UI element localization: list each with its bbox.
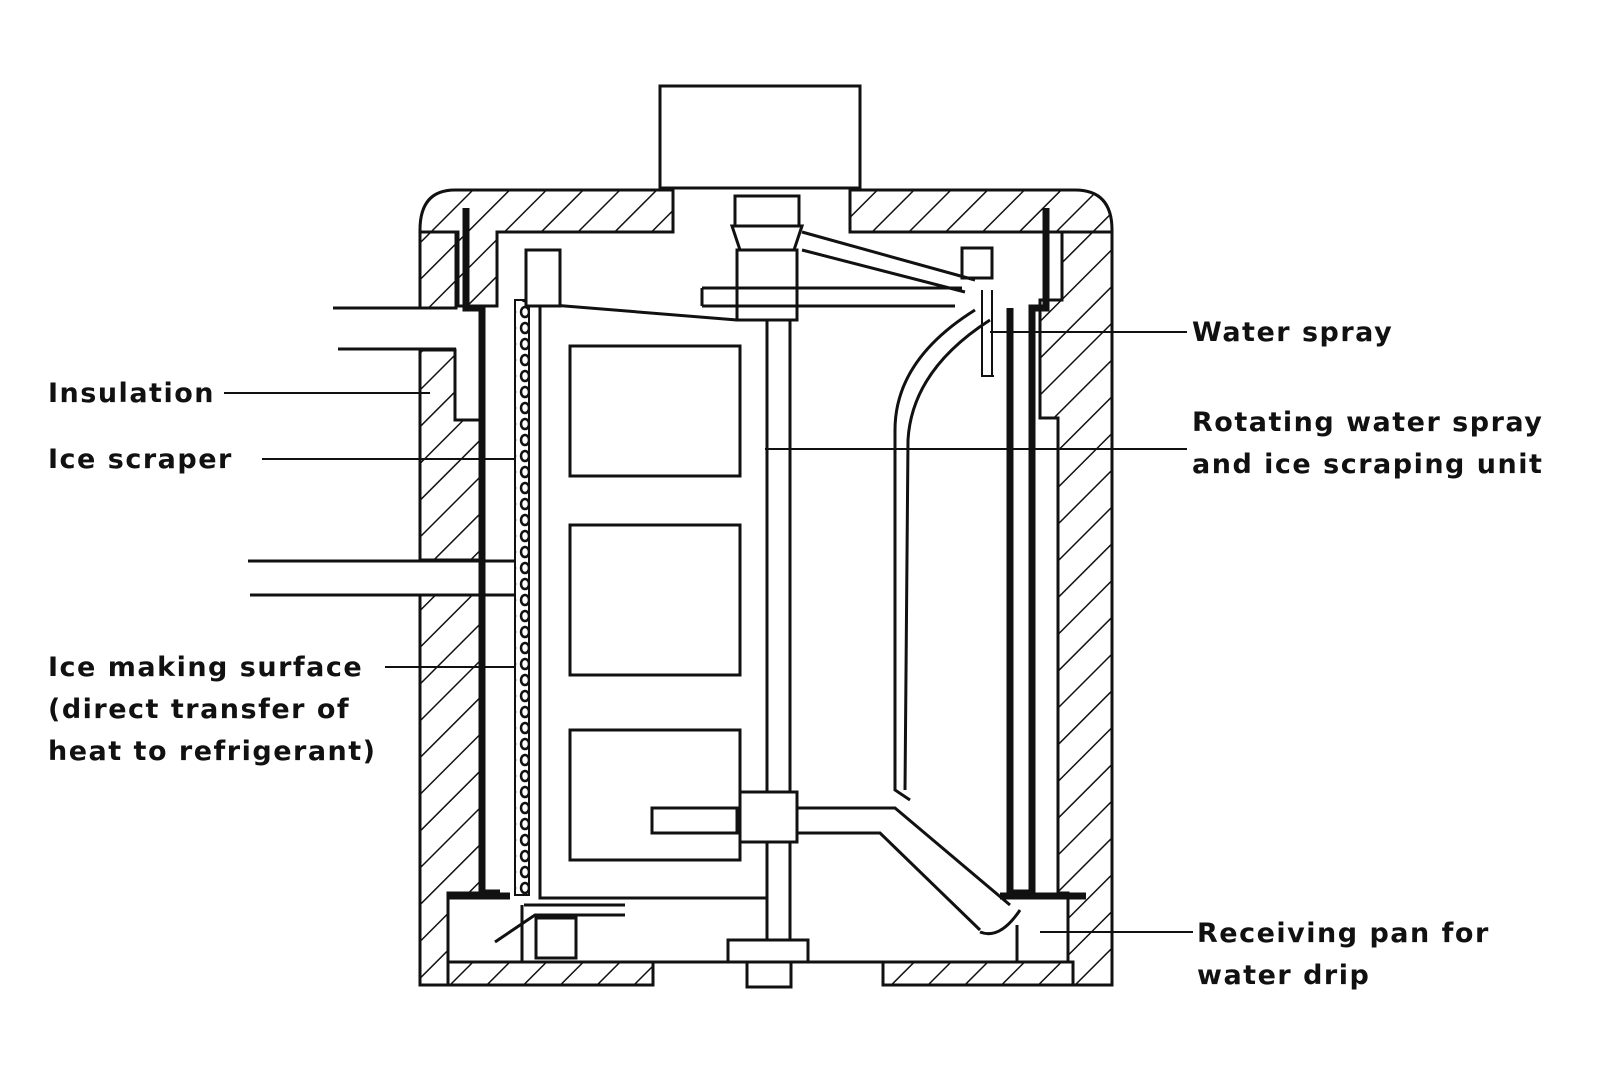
label-water-spray: Water spray [1192, 317, 1393, 348]
inner-liner [448, 208, 1086, 900]
label-rotating-unit-2: and ice scraping unit [1192, 449, 1543, 480]
rotating-scraper-unit [538, 302, 1011, 932]
refrigerant-pipes [248, 306, 515, 597]
label-receiving-pan-2: water drip [1197, 960, 1370, 991]
motor-housing [658, 84, 862, 190]
label-receiving-pan-1: Receiving pan for [1197, 918, 1490, 949]
label-ice-scraper: Ice scraper [48, 444, 233, 475]
water-spray-arm [524, 230, 994, 802]
receiving-pan [494, 903, 1068, 964]
leader-lines [224, 331, 1193, 933]
central-shaft [726, 194, 810, 989]
label-rotating-unit-1: Rotating water spray [1192, 407, 1543, 438]
label-ice-making-surface-3: heat to refrigerant) [48, 736, 377, 767]
label-insulation: Insulation [48, 378, 215, 409]
ice-making-surface [514, 299, 530, 896]
label-ice-making-surface-2: (direct transfer of [48, 694, 350, 725]
label-ice-making-surface-1: Ice making surface [48, 652, 363, 683]
